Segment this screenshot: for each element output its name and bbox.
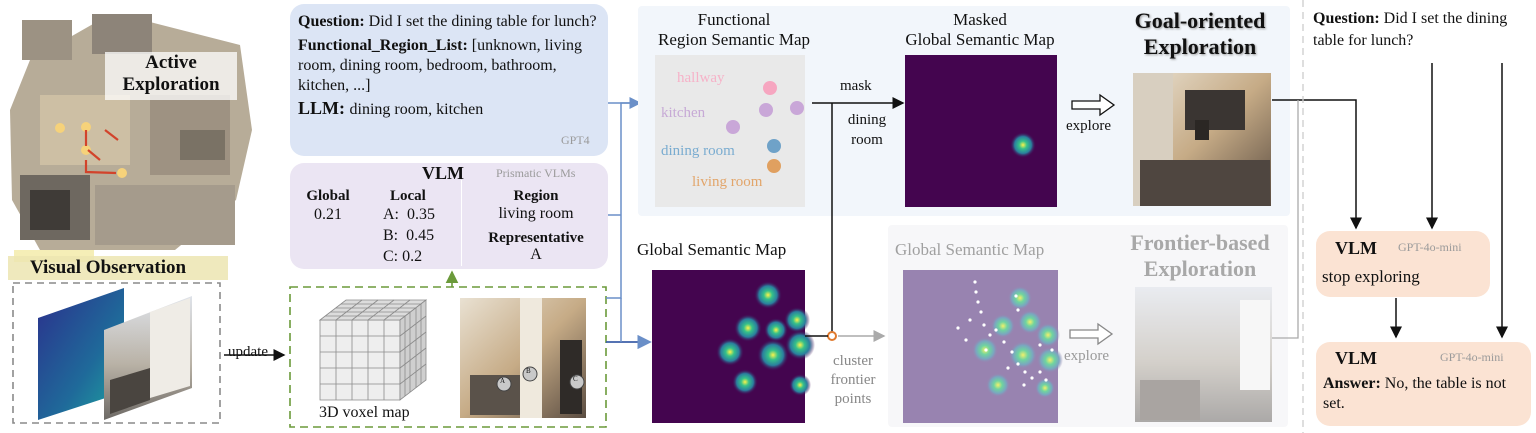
- region-photo: [460, 298, 586, 418]
- vlm-divider: [461, 180, 462, 266]
- floor-plan-image: [6, 10, 256, 262]
- cluster-point-icon: [827, 331, 837, 341]
- masked-global-semantic-map: [905, 55, 1057, 207]
- vlm-stop-tag: GPT-4o-mini: [1398, 240, 1462, 254]
- active-exploration-label: Active Exploration: [122, 52, 220, 95]
- answer-label: Answer:: [1323, 375, 1381, 392]
- region-word-kitchen: kitchen: [661, 105, 706, 121]
- explore-label-bottom: explore: [1064, 348, 1109, 364]
- mask-region-label: dining room: [847, 112, 887, 148]
- marker-b: B: [526, 367, 531, 375]
- marker-a: A: [500, 377, 506, 385]
- gpt4-tag: GPT4: [561, 133, 590, 147]
- local-score-b: B: 0.45: [383, 227, 435, 244]
- functional-map-title: Functional Region Semantic Map: [657, 10, 811, 49]
- question-label: Question:: [298, 13, 365, 30]
- local-score-c: C: 0.2: [383, 248, 423, 265]
- region-value: living room: [498, 205, 574, 222]
- explore-label-top: explore: [1066, 118, 1111, 134]
- vlm-answer-tag: GPT-4o-mini: [1440, 350, 1504, 364]
- llm-question-box: [290, 4, 608, 156]
- visual-observation-label: Visual Observation: [30, 257, 187, 278]
- vlm-stop-box: [1316, 231, 1490, 297]
- faded-semantic-blobs: [972, 286, 1063, 398]
- faded-global-map-title: Global Semantic Map: [895, 240, 1045, 259]
- voxel-cube-icon: [318, 299, 428, 401]
- local-score-a: A: 0.35: [383, 206, 435, 223]
- regions-text: [unknown, living room, dining room, bedr…: [298, 37, 583, 94]
- region-word-dining-room: dining room: [661, 143, 735, 159]
- frontier-exploration-photo: [1135, 287, 1272, 422]
- global-semantic-blobs: [716, 281, 815, 396]
- local-label: Local: [390, 188, 426, 204]
- representative-value: A: [530, 246, 542, 263]
- vlm-answer-content: Answer: No, the table is not set.: [1323, 374, 1527, 414]
- answer-text: No, the table is not set.: [1323, 375, 1507, 412]
- llm-label: LLM:: [298, 98, 345, 118]
- depth-image: [38, 288, 124, 420]
- voxel-map-label: 3D voxel map: [319, 404, 410, 421]
- representative-label: Representative: [488, 230, 584, 246]
- regions-label: Functional_Region_List:: [298, 37, 468, 54]
- llm-answer: dining room, kitchen: [349, 101, 484, 118]
- vlm-title: VLM: [422, 163, 464, 183]
- frontier-points: [956, 280, 1054, 387]
- vlm-answer-box: [1316, 342, 1531, 426]
- vlm-stop-text: stop exploring: [1322, 267, 1420, 286]
- explore-arrow-bottom: [1069, 322, 1114, 346]
- mask-label: mask: [840, 78, 872, 94]
- goal-exploration-photo: [1133, 73, 1271, 206]
- region-word-hallway: hallway: [677, 70, 725, 86]
- visual-observation-box: [12, 282, 221, 424]
- right-question: Question: Did I set the dining table for…: [1313, 8, 1531, 52]
- masked-map-title: Masked Global Semantic Map: [905, 10, 1055, 49]
- voxel-map-box: [289, 286, 607, 428]
- question-text: Did I set the dining table for lunch?: [368, 13, 597, 30]
- goal-oriented-title: Goal-oriented Exploration: [1134, 8, 1266, 59]
- explore-arrow-top: [1071, 93, 1116, 117]
- right-question-label: Question:: [1313, 10, 1380, 27]
- update-label: update: [228, 344, 268, 360]
- global-score: 0.21: [314, 206, 342, 223]
- region-label: Region: [513, 188, 559, 204]
- prismatic-tag: Prismatic VLMs: [496, 166, 576, 180]
- global-map-title: Global Semantic Map: [637, 240, 787, 259]
- marker-c: C: [573, 375, 578, 383]
- frontier-title: Frontier-based Exploration: [1130, 230, 1270, 281]
- vlm-scoring-box: [290, 163, 608, 269]
- region-word-living-room: living room: [692, 174, 763, 190]
- right-question-text: Did I set the dining table for lunch?: [1313, 10, 1508, 49]
- vlm-stop-title: VLM: [1335, 238, 1377, 258]
- cluster-label: cluster frontier points: [830, 353, 876, 407]
- rgb-observation-image: [104, 296, 192, 420]
- global-label: Global: [306, 188, 350, 204]
- llm-question-content: Question: Did I set the dining table for…: [298, 12, 604, 120]
- vlm-answer-title: VLM: [1335, 348, 1377, 368]
